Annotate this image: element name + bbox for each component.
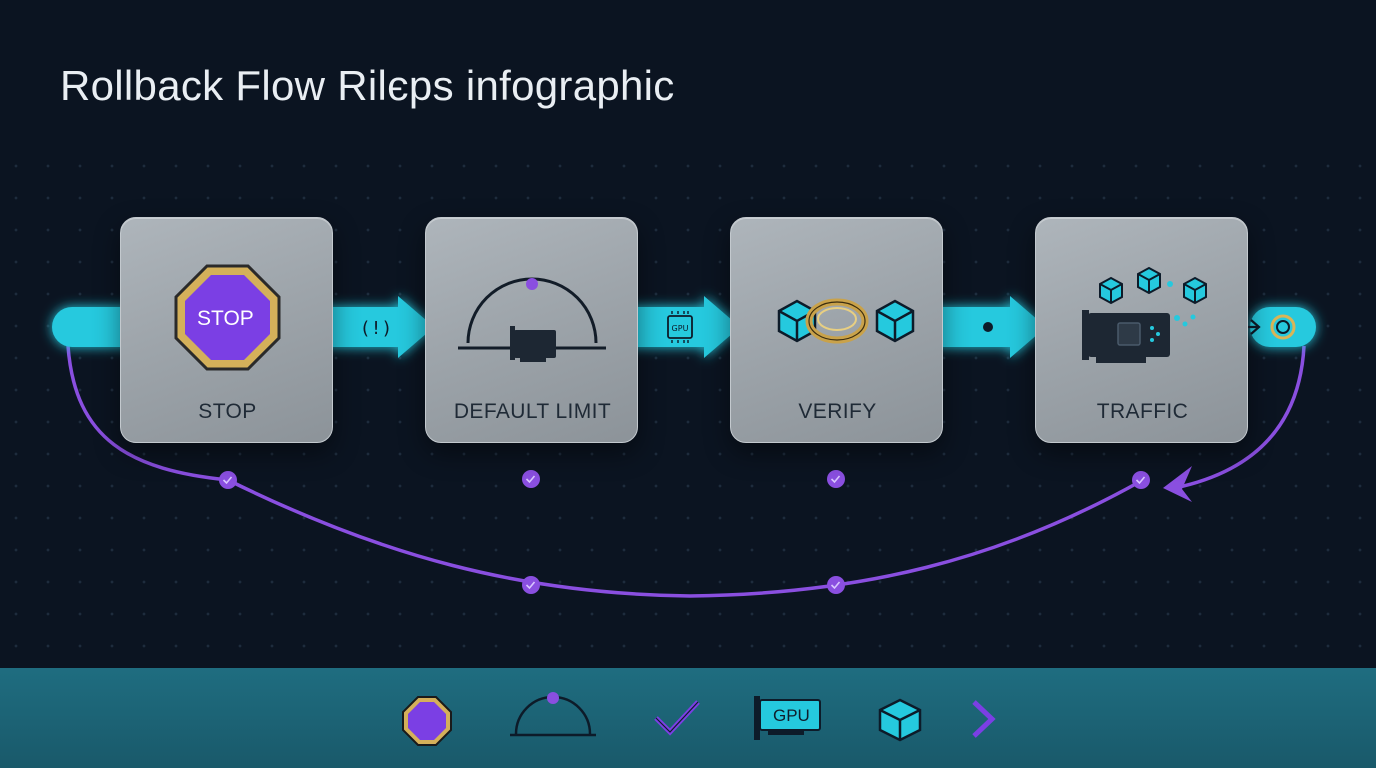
output-ring-icon <box>1270 314 1296 340</box>
step-card-stop[interactable]: STOP STOP <box>120 217 333 443</box>
connector-chip-label: GPU <box>672 324 689 333</box>
traffic-gpu-icon <box>1082 266 1207 363</box>
page-title: Rollback Flow Rilєps infographic <box>60 62 675 109</box>
flow-arrow-1 <box>318 296 434 358</box>
step-card-default-limit[interactable]: DEFAULT LIMIT <box>425 217 638 443</box>
dome-limit-icon <box>458 277 606 362</box>
check-icon[interactable] <box>652 698 702 738</box>
connector-chip-icon: GPU <box>667 311 693 343</box>
gpu-card-label: GPU <box>773 706 810 725</box>
traffic-cubes-icon <box>1099 266 1207 327</box>
return-arrowhead <box>1163 466 1192 502</box>
dome-icon[interactable] <box>508 688 598 742</box>
loop-checkpoints <box>219 470 1150 594</box>
step-card-traffic[interactable]: TRAFFIC <box>1035 217 1248 443</box>
return-loop-line <box>66 345 1142 598</box>
stop-octagon-icon[interactable] <box>400 694 454 748</box>
connector-alert-glyph: (!) <box>360 318 393 339</box>
step-label-default-limit: DEFAULT LIMIT <box>453 400 612 423</box>
chevron-right-icon[interactable] <box>966 698 1000 740</box>
step-card-verify[interactable]: VERIFY <box>730 217 943 443</box>
flow-arrow-2 <box>624 296 740 358</box>
cube-left-icon <box>777 299 817 343</box>
gpu-card-icon[interactable] <box>752 692 824 744</box>
step-label-stop: STOP <box>198 400 257 423</box>
stop-sign-text: STOP <box>197 307 254 330</box>
cube-right-icon <box>875 299 915 343</box>
verify-icon <box>777 298 915 344</box>
gold-ring-icon <box>805 298 869 344</box>
return-loop-line-right <box>1174 345 1306 490</box>
step-label-traffic: TRAFFIC <box>1096 400 1189 423</box>
connector-dot <box>983 322 993 332</box>
cube-icon[interactable] <box>876 696 924 744</box>
flow-diagram: (!) GPU <box>52 296 1316 598</box>
stop-sign-icon <box>174 264 281 371</box>
footer-icon-bar: GPU <box>0 668 1376 768</box>
step-label-verify: VERIFY <box>798 400 877 423</box>
gpu-card-icon <box>1082 310 1170 363</box>
